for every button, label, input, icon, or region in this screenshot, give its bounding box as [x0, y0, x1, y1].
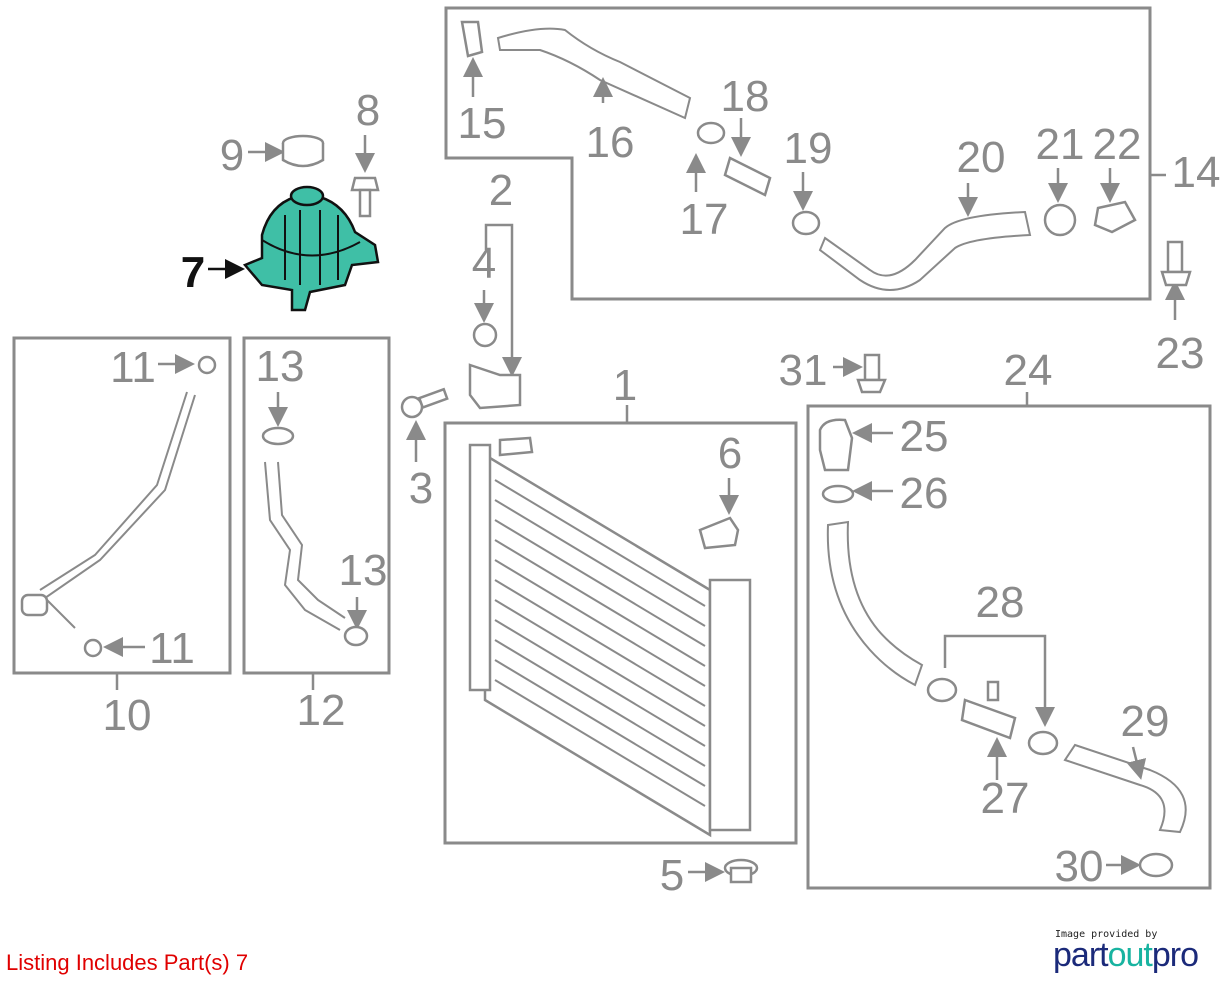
- callout-22[interactable]: 22: [1093, 120, 1142, 169]
- part-hose-24[interactable]: [826, 520, 924, 687]
- part-hose-29[interactable]: [1063, 743, 1187, 834]
- group-box-14: [444, 6, 1152, 301]
- callout-11-bottom[interactable]: 11: [149, 624, 195, 673]
- callout-3[interactable]: 3: [409, 464, 433, 513]
- part-clip-15[interactable]: [460, 20, 484, 58]
- part-fitting-18[interactable]: [723, 156, 772, 197]
- callout-12[interactable]: 12: [297, 686, 346, 735]
- callout-13-top[interactable]: 13: [256, 342, 305, 391]
- group-box-12: [242, 336, 391, 675]
- callout-28[interactable]: 28: [976, 578, 1025, 627]
- part-bolt-8[interactable]: [350, 176, 380, 218]
- part-cap-9[interactable]: [281, 134, 325, 168]
- callout-15[interactable]: 15: [458, 99, 507, 148]
- logo-text-pro: pro: [1151, 936, 1199, 974]
- part-radiator-1[interactable]: [468, 436, 752, 838]
- part-grommet-5[interactable]: [723, 858, 759, 884]
- part-sensor-6[interactable]: [698, 516, 740, 550]
- part-clamp-28b[interactable]: [1027, 730, 1059, 756]
- part-clamp-22[interactable]: [1093, 200, 1137, 234]
- callout-26[interactable]: 26: [900, 469, 949, 518]
- partoutpro-logo: partoutpro: [1053, 936, 1199, 975]
- part-bolt-23[interactable]: [1160, 240, 1192, 287]
- callout-23[interactable]: 23: [1156, 329, 1205, 378]
- callout-16[interactable]: 16: [586, 118, 635, 167]
- callout-30[interactable]: 30: [1055, 842, 1104, 891]
- group-box-24: [806, 404, 1212, 890]
- callout-18[interactable]: 18: [721, 72, 770, 121]
- part-clamp-26[interactable]: [821, 484, 855, 504]
- listing-includes-text: Listing Includes Part(s) 7: [6, 950, 249, 975]
- callout-14[interactable]: 14: [1172, 148, 1221, 197]
- part-clamp-19[interactable]: [791, 210, 821, 236]
- logo-text-part: part: [1053, 936, 1109, 974]
- callout-2[interactable]: 2: [489, 166, 513, 215]
- callout-7[interactable]: 7: [181, 248, 205, 297]
- callout-1[interactable]: 1: [613, 361, 637, 410]
- callout-13-bottom[interactable]: 13: [339, 546, 388, 595]
- part-clamp-30[interactable]: [1138, 852, 1174, 878]
- callout-31[interactable]: 31: [779, 346, 828, 395]
- part-hose-12[interactable]: [261, 426, 369, 647]
- part-bolt-31[interactable]: [856, 353, 887, 394]
- part-fitting-25[interactable]: [818, 418, 854, 472]
- callout-24[interactable]: 24: [1004, 346, 1053, 395]
- callout-17[interactable]: 17: [680, 195, 729, 244]
- part-clamp-28a[interactable]: [926, 677, 958, 703]
- part-reservoir-7[interactable]: [242, 185, 380, 312]
- callout-19[interactable]: 19: [784, 124, 833, 173]
- part-clamp-17[interactable]: [696, 121, 726, 145]
- callout-27[interactable]: 27: [981, 774, 1030, 823]
- callout-20[interactable]: 20: [957, 133, 1006, 182]
- group-box-1: [443, 421, 798, 845]
- part-pipe-10[interactable]: [20, 355, 217, 658]
- logo-text-out: out: [1107, 936, 1153, 974]
- callout-4[interactable]: 4: [472, 239, 496, 288]
- callout-labels: 15 16 17 18 19 20 21 22 14 23 9 8 7 2 4 …: [103, 72, 1221, 900]
- part-fitting-27[interactable]: [960, 680, 1017, 740]
- callout-29[interactable]: 29: [1121, 697, 1170, 746]
- part-hose-16[interactable]: [496, 27, 692, 120]
- callout-5[interactable]: 5: [660, 851, 684, 900]
- group-box-10: [12, 336, 232, 675]
- image-credit-caption: Image provided by: [1055, 929, 1158, 940]
- part-clamp-21[interactable]: [1043, 203, 1077, 237]
- callout-21[interactable]: 21: [1036, 120, 1085, 169]
- part-hose-20[interactable]: [818, 210, 1032, 291]
- leader-arrows: [103, 57, 1185, 882]
- callout-8[interactable]: 8: [356, 86, 380, 135]
- callout-10[interactable]: 10: [103, 691, 152, 740]
- part-bolt-3[interactable]: [400, 387, 449, 419]
- part-bracket-2[interactable]: [468, 363, 522, 410]
- callout-6[interactable]: 6: [718, 429, 742, 478]
- callout-25[interactable]: 25: [900, 412, 949, 461]
- callout-11-top[interactable]: 11: [110, 343, 156, 392]
- callout-9[interactable]: 9: [220, 131, 244, 180]
- part-nut-4[interactable]: [472, 322, 498, 348]
